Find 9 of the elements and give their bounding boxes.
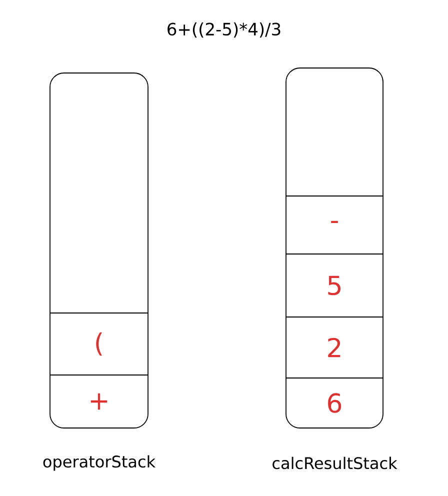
node-label: calcResultStack xyxy=(272,456,398,470)
stack-cell: - xyxy=(286,196,384,223)
node-label: operatorStack xyxy=(43,455,156,471)
stack-cell: + xyxy=(50,374,148,410)
stack-cell: 2 xyxy=(286,316,384,358)
title: 6+((2-5)*4)/3 xyxy=(168,22,280,38)
stack-cell: ( xyxy=(50,312,148,356)
stack-cell: 6 xyxy=(286,378,384,413)
stack-cell: 5 xyxy=(286,254,384,296)
